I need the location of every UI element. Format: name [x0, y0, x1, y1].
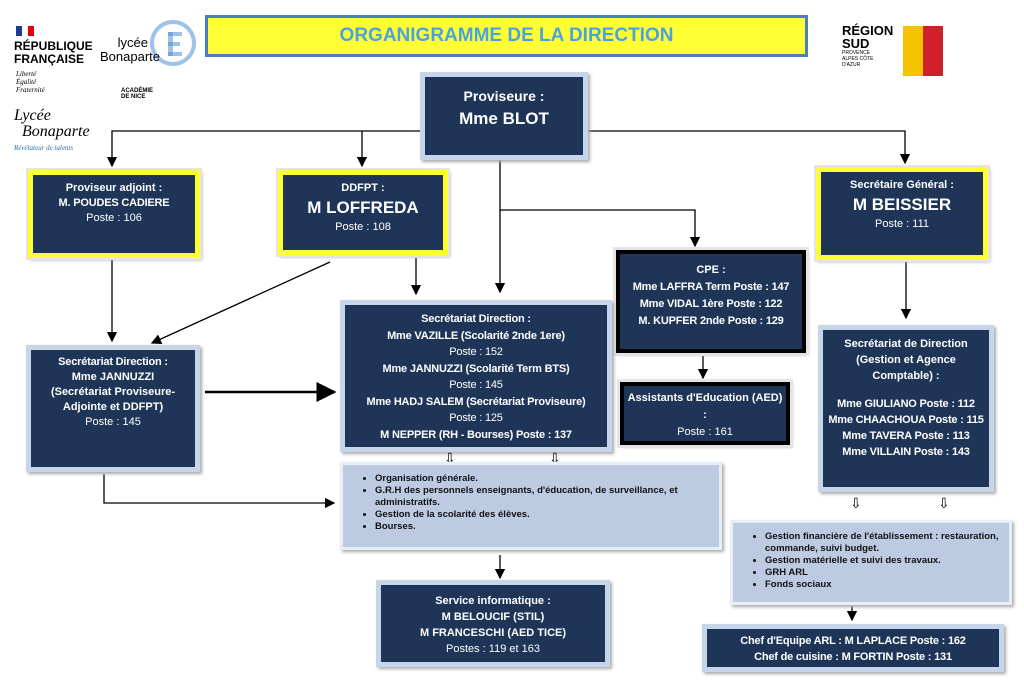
- line: Poste : 125: [449, 412, 503, 424]
- chefs-box: Chef d'Equipe ARL : M LAPLACE Poste : 16…: [702, 624, 1004, 672]
- list-item: Gestion de la scolarité des élèves.: [375, 509, 709, 521]
- secretariat-direction-box: Secrétariat Direction : Mme VAZILLE (Scol…: [340, 300, 612, 452]
- motto-line: Liberté: [16, 70, 37, 78]
- missions-gestion: Gestion financière de l'établissement : …: [730, 520, 1012, 605]
- cpe-line: Mme LAFFRA Term Poste : 147: [632, 281, 790, 293]
- region-emblem-icon: [903, 26, 943, 76]
- role: Secrétariat Direction :: [421, 313, 531, 325]
- role: Secrétariat Direction :: [58, 356, 168, 368]
- aed-box: Assistants d'Education (AED) : Poste : 16…: [617, 379, 793, 448]
- line: Mme HADJ SALEM (Secrétariat Proviseure): [366, 395, 586, 408]
- name: Mme BLOT: [459, 109, 549, 128]
- list-item: Bourses.: [375, 521, 709, 533]
- sg-box: Secrétaire Général : M BEISSIER Poste : 11…: [814, 165, 990, 262]
- rf-logo-line1: RÉPUBLIQUE: [14, 39, 93, 53]
- line: Postes : 119 et 163: [446, 643, 540, 655]
- cpe-line: M. KUPFER 2nde Poste : 129: [638, 315, 784, 327]
- detail: (Secrétariat Proviseure-Adjointe et DDFP…: [50, 386, 176, 413]
- role: Proviseure :: [463, 88, 545, 104]
- hollow-arrow-down-icon: ⇩: [938, 495, 950, 511]
- role: CPE :: [696, 264, 726, 276]
- lycee-logo-top: lycée: [117, 35, 148, 50]
- line: Mme JANNUZZI (Scolarité Term BTS): [382, 362, 570, 375]
- page-title: ORGANIGRAMME DE LA DIRECTION: [205, 15, 808, 57]
- poste: Poste : 108: [335, 221, 391, 233]
- role: Proviseur adjoint :: [65, 182, 163, 194]
- lycee-logo-name: Bonaparte: [100, 49, 160, 64]
- hollow-arrow-down-icon: ⇩: [444, 450, 456, 466]
- line: Mme VILLAIN Poste : 143: [842, 446, 970, 458]
- rf-logo-line2: FRANÇAISE: [14, 52, 85, 66]
- poste: Poste : 161: [677, 426, 733, 438]
- name: M. POUDES CADIERE: [58, 197, 170, 209]
- motto-line: Égalité: [16, 78, 37, 86]
- role: DDFPT :: [341, 182, 385, 194]
- line: Mme GIULIANO Poste : 112: [837, 398, 975, 410]
- proviseure-box: Proviseure : Mme BLOT: [420, 72, 588, 160]
- line: Mme CHAACHOUA Poste : 115: [828, 414, 984, 426]
- role: Assistants d'Education (AED) :: [627, 392, 783, 421]
- list-item: Organisation générale.: [375, 473, 709, 485]
- poste: Poste : 106: [86, 212, 142, 224]
- motto-line: Fraternité: [16, 86, 45, 94]
- region-sub: PROVENCE ALPES CÔTE D'AZUR: [842, 50, 874, 68]
- ddfpt-box: DDFPT : M LOFFREDA Poste : 108: [276, 168, 450, 257]
- line: Mme TAVERA Poste : 113: [842, 430, 970, 442]
- role: Service informatique :: [435, 595, 551, 607]
- region-line1: RÉGION: [842, 23, 894, 38]
- role: Secrétaire Général :: [850, 179, 954, 191]
- list-item: GRH ARL: [765, 567, 999, 579]
- secretariat-left-box: Secrétariat Direction : Mme JANNUZZI (Secr…: [26, 345, 200, 472]
- role: Secrétariat de Direction (Gestion et Age…: [844, 338, 968, 382]
- line: Poste : 152: [449, 346, 503, 358]
- line: Poste : 145: [449, 379, 503, 391]
- logo-slogan: Révélateur de talents: [14, 144, 74, 152]
- list-item: G.R.H des personnels enseignants, d'éduc…: [375, 485, 709, 509]
- missions-direction: Organisation générale.G.R.H des personne…: [340, 462, 722, 550]
- name: M LOFFREDA: [307, 198, 419, 217]
- line: Chef de cuisine : M FORTIN Poste : 131: [754, 651, 952, 663]
- name: Mme JANNUZZI: [71, 371, 155, 383]
- service-informatique-box: Service informatique : M BELOUCIF (STIL) M…: [376, 580, 610, 667]
- line: M FRANCESCHI (AED TICE): [419, 627, 567, 639]
- rf-flag-icon: [16, 26, 34, 36]
- list-item: Gestion financière de l'établissement : …: [765, 531, 999, 555]
- logo-line: Lycée: [14, 107, 51, 124]
- line: Mme VAZILLE (Scolarité 2nde 1ere): [387, 329, 565, 342]
- list-item: Gestion matérielle et suivi des travaux.: [765, 555, 999, 567]
- cpe-line: Mme VIDAL 1ère Poste : 122: [639, 298, 783, 310]
- line: M BELOUCIF (STIL): [441, 611, 545, 623]
- name: M BEISSIER: [852, 195, 952, 214]
- line: Chef d'Equipe ARL : M LAPLACE Poste : 16…: [740, 635, 966, 647]
- logo-line: Bonaparte: [22, 123, 90, 140]
- academie-logo: ACADÉMIE DE NICE: [121, 88, 154, 100]
- lycee-e-logo-icon: [150, 20, 196, 66]
- list-item: Fonds sociaux: [765, 579, 999, 591]
- adjoint-box: Proviseur adjoint : M. POUDES CADIERE Post…: [26, 168, 202, 260]
- hollow-arrow-down-icon: ⇩: [850, 495, 862, 511]
- region-line2: SUD: [842, 36, 870, 51]
- poste: Poste : 145: [85, 416, 141, 428]
- poste: Poste : 111: [874, 218, 930, 230]
- secretariat-gestion-box: Secrétariat de Direction (Gestion et Age…: [818, 325, 994, 492]
- line: M NEPPER (RH - Bourses) Poste : 137: [380, 428, 572, 441]
- hollow-arrow-down-icon: ⇩: [549, 450, 561, 466]
